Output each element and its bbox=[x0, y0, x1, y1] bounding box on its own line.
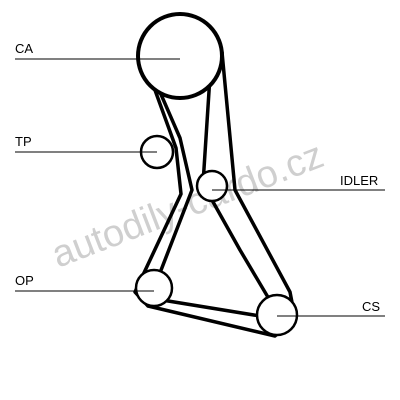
tp-label: TP bbox=[15, 134, 32, 149]
belt-inner-edge bbox=[151, 75, 274, 318]
ca-label: CA bbox=[15, 41, 33, 56]
cs-label: CS bbox=[362, 299, 380, 314]
op-label: OP bbox=[15, 273, 34, 288]
belt-outer-edge bbox=[133, 45, 297, 338]
camshaft-pulley bbox=[136, 12, 224, 100]
idler-pulley bbox=[195, 169, 229, 203]
timing-belt bbox=[133, 45, 297, 338]
crankshaft-pulley bbox=[255, 293, 299, 337]
idler-label: IDLER bbox=[340, 173, 378, 188]
oil-pump-pulley bbox=[134, 268, 174, 308]
